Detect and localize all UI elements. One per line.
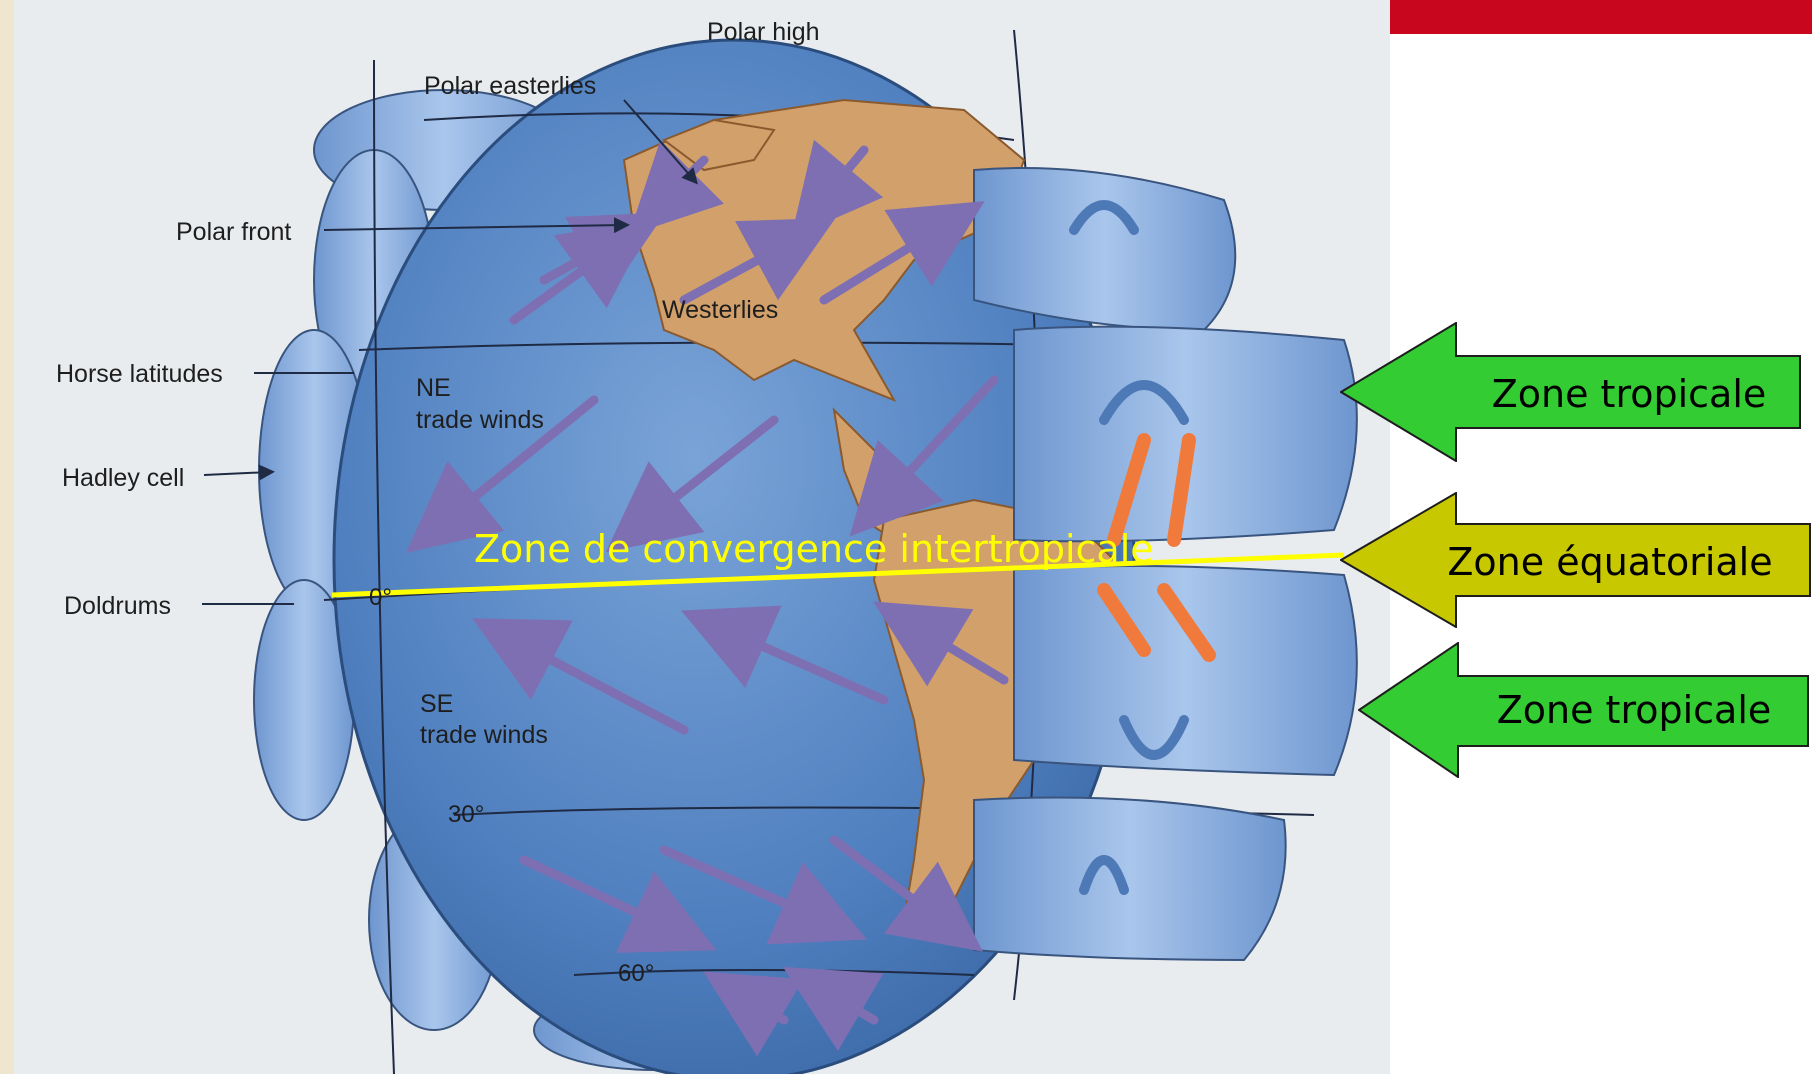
leader-polar-easterlies xyxy=(623,99,698,185)
leader-polar-front xyxy=(323,217,630,234)
cell-rotation-arrows xyxy=(1069,200,1189,895)
itcz-label: Zone de convergence intertropicale xyxy=(474,527,1154,571)
top-bar-right xyxy=(1390,0,1812,34)
se-trade-arrow xyxy=(681,605,889,705)
global-circulation-illustration: Polar high Polar easterlies Polar front … xyxy=(14,0,1390,1074)
itcz-line xyxy=(331,552,1345,598)
westerly-arrow xyxy=(819,201,985,305)
cell-hadley-north-right xyxy=(1013,325,1358,543)
zone-label-tropical-south: Zone tropicale xyxy=(1496,688,1772,732)
label-lat-60: 60° xyxy=(618,960,654,987)
southern-westerly-arrow xyxy=(829,835,983,952)
zone-label-tropical-north: Zone tropicale xyxy=(1491,372,1767,416)
label-polar-front: Polar front xyxy=(176,218,291,246)
cell-ferrel-south-right xyxy=(973,796,1287,962)
ne-trade-arrow xyxy=(605,415,779,553)
label-se-trade-winds-line1: SE xyxy=(420,690,453,718)
left-margin-strip xyxy=(0,0,14,1074)
label-lat-30: 30° xyxy=(448,801,484,828)
label-leader-lines xyxy=(202,99,698,605)
ne-trade-arrow xyxy=(406,395,599,553)
convection-arrows xyxy=(1097,433,1216,662)
label-se-trade-winds-line2: trade winds xyxy=(420,721,548,749)
label-ne-trade-winds-line1: NE xyxy=(416,374,451,402)
meridian-left xyxy=(373,59,395,1074)
cell-ferrel-right xyxy=(973,167,1237,332)
polar-easterly-arrow xyxy=(790,139,884,238)
zone-arrow-tropical-north xyxy=(1340,322,1801,462)
rotation-arrow xyxy=(1099,380,1189,425)
zone-label-equatorial: Zone équatoriale xyxy=(1447,540,1773,584)
right-circulation-cells xyxy=(973,167,1358,962)
convection-arrow-down xyxy=(1097,583,1151,657)
global-circulation-diagram: Polar high Polar easterlies Polar front … xyxy=(14,0,1390,1074)
convection-arrow-up xyxy=(1167,433,1196,547)
convection-arrow-down xyxy=(1157,583,1216,662)
label-lat-0: 0° xyxy=(369,584,392,611)
ne-trade-arrow xyxy=(849,375,999,537)
zone-arrow-tropical-south xyxy=(1358,642,1809,778)
label-hadley-cell: Hadley cell xyxy=(62,464,184,492)
latitude-60-south xyxy=(573,969,975,976)
label-ne-trade-winds-line2: trade winds xyxy=(416,406,544,434)
rotation-arrow xyxy=(1119,715,1189,760)
wind-arrows xyxy=(406,139,1009,1057)
convection-arrow-up xyxy=(1107,433,1151,547)
label-doldrums: Doldrums xyxy=(64,592,171,620)
rotation-arrow xyxy=(1069,200,1139,235)
label-polar-high: Polar high xyxy=(707,18,820,46)
se-trade-arrow xyxy=(873,601,1009,687)
rotation-arrow xyxy=(1079,855,1129,895)
westerly-arrow xyxy=(679,217,836,305)
label-horse-latitudes: Horse latitudes xyxy=(56,360,223,388)
cell-hadley-south-right xyxy=(1013,565,1358,777)
southern-polar-arrow xyxy=(782,966,884,1052)
westerly-arrow xyxy=(539,212,666,296)
southern-westerly-arrow xyxy=(519,855,717,953)
se-trade-arrow xyxy=(472,618,689,735)
label-polar-easterlies: Polar easterlies xyxy=(424,72,596,100)
southern-polar-arrow xyxy=(703,971,804,1057)
leader-hadley-cell xyxy=(203,464,275,481)
label-westerlies: Westerlies xyxy=(662,296,778,324)
southern-westerly-arrow xyxy=(659,845,867,945)
zone-arrow-equatorial xyxy=(1340,492,1811,628)
